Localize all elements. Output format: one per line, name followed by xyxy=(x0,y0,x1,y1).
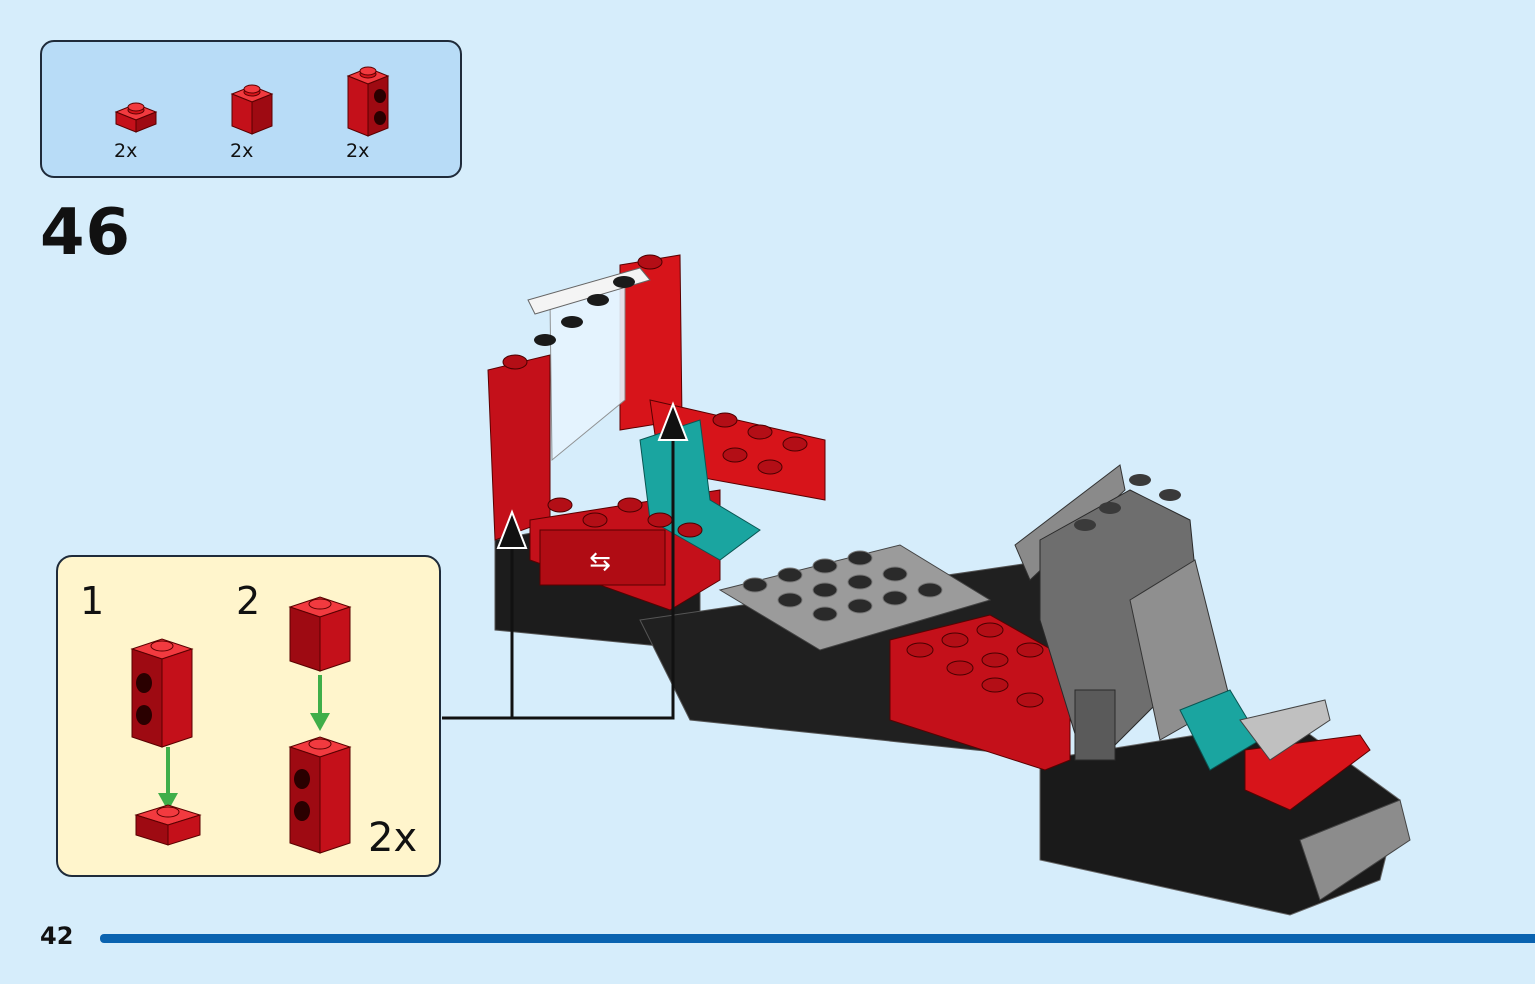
sub-step-1-label: 1 xyxy=(80,579,105,623)
dashboard-panel xyxy=(1239,699,1331,761)
rear-red-block xyxy=(889,614,1071,771)
page-progress-bar xyxy=(100,934,1535,943)
svg-text:⇆: ⇆ xyxy=(589,547,611,577)
brick-1x1-icon xyxy=(230,84,274,135)
step-number: 46 xyxy=(40,196,132,270)
sub-assembly-multiplier: 2x xyxy=(368,815,418,861)
sub-step-2-label: 2 xyxy=(236,579,261,623)
sub-assembly-illustrations xyxy=(130,596,352,854)
plate-1x1-icon xyxy=(114,102,158,133)
sub1-green-arrow-head xyxy=(158,793,178,811)
sub1-plate-icon xyxy=(134,804,202,846)
part-count-brick: 2x xyxy=(230,140,254,162)
sub-assembly-callout: 1 2 xyxy=(56,555,441,877)
sub2-brick-side-studs-icon xyxy=(288,736,352,854)
sub2-brick-icon xyxy=(288,596,352,672)
gray-plate-studs xyxy=(742,550,943,622)
part-count-plate: 2x xyxy=(114,140,138,162)
arrow-up-left xyxy=(496,509,528,549)
parts-callout: 2x 2x 2x xyxy=(40,40,462,178)
window-top-studs xyxy=(534,276,635,346)
part-count-brick-side-studs: 2x xyxy=(346,140,370,162)
brick-1x1-studs-side-icon xyxy=(346,66,390,137)
engine-block xyxy=(1014,464,1231,761)
parts-illustrations xyxy=(114,66,390,137)
page-number: 42 xyxy=(40,922,74,950)
arrow-up-right xyxy=(657,401,689,441)
sub1-brick-side-studs-icon xyxy=(130,638,194,748)
sub2-green-arrow-head xyxy=(310,713,330,731)
red-cab-studs xyxy=(502,254,808,538)
red-cab: ⇆ xyxy=(487,254,826,611)
callout-connectors xyxy=(442,430,675,720)
